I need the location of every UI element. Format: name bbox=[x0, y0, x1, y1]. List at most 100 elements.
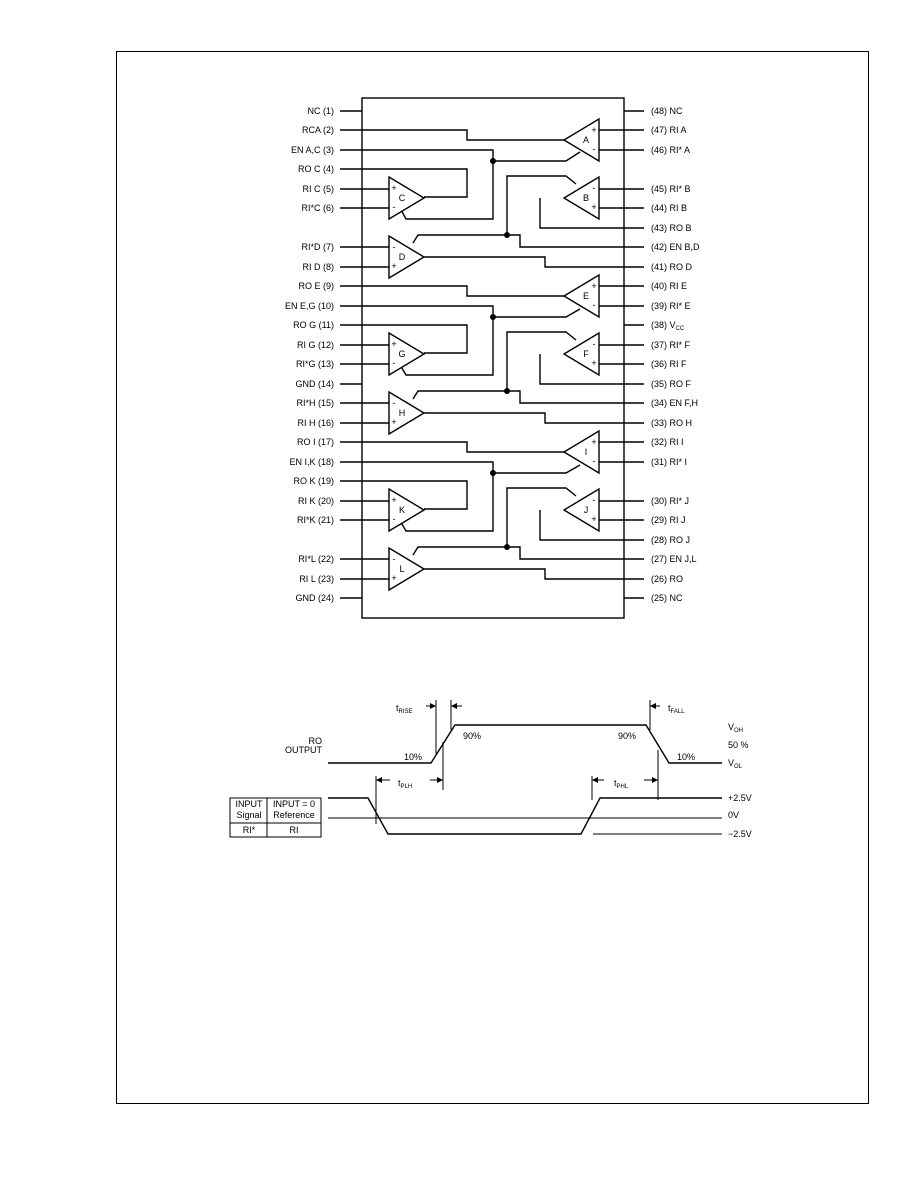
right-pin-label: (48) NC bbox=[651, 106, 683, 116]
t-plh-label: tPLH bbox=[398, 778, 412, 790]
wire-ro-e bbox=[362, 285, 566, 297]
left-pin-label: RI*H (15) bbox=[296, 398, 334, 408]
wire-en-ik-to-k bbox=[362, 461, 494, 532]
wire-en-fh-to-h bbox=[412, 390, 624, 404]
left-pin-label: NC (1) bbox=[308, 106, 335, 116]
amplifier-e-triangle bbox=[562, 273, 600, 319]
wire-en-ik-to-i bbox=[493, 464, 581, 474]
right-pin-label: (45) RI* B bbox=[651, 184, 691, 194]
amplifier-c-triangle bbox=[388, 175, 426, 221]
junction-dot bbox=[490, 470, 496, 476]
amplifier-input-polarity: - bbox=[393, 242, 396, 252]
right-pin-label: (46) RI* A bbox=[651, 145, 690, 155]
amplifier-g-triangle bbox=[388, 331, 426, 377]
zero-volt-label: 0V bbox=[728, 810, 739, 820]
wire-rca-to-a bbox=[362, 129, 566, 141]
t-phl-arrowhead bbox=[652, 777, 658, 783]
amplifier-input-polarity: - bbox=[393, 398, 396, 408]
right-pin-label: (44) RI B bbox=[651, 203, 687, 213]
amplifier-f-triangle bbox=[562, 331, 600, 377]
junction-dot bbox=[490, 158, 496, 164]
left-pin-label: GND (24) bbox=[295, 593, 334, 603]
left-pin-label: RO E (9) bbox=[298, 281, 334, 291]
amplifier-d-label: D bbox=[399, 252, 406, 262]
amplifier-input-polarity: - bbox=[393, 358, 396, 368]
left-pin-label: RI C (5) bbox=[303, 184, 335, 194]
right-pin-label: (37) RI* F bbox=[651, 340, 691, 350]
left-pin-label: RCA (2) bbox=[302, 125, 334, 135]
amplifier-l-triangle bbox=[388, 546, 426, 592]
right-pin-label: (34) EN F,H bbox=[651, 398, 698, 408]
junction-dot bbox=[504, 232, 510, 238]
right-pin-label: (36) RI F bbox=[651, 359, 687, 369]
wire-ro-j bbox=[539, 510, 624, 541]
amplifier-g-label: G bbox=[398, 349, 405, 359]
amplifier-i-label: I bbox=[585, 447, 588, 457]
amplifier-f-label: F bbox=[583, 349, 589, 359]
wire-en-eg-to-g bbox=[362, 305, 494, 376]
t-phl-arrowhead bbox=[592, 777, 598, 783]
left-pin-label: EN E,G (10) bbox=[285, 301, 334, 311]
t-plh-arrowhead bbox=[376, 777, 382, 783]
voh-label: VOH bbox=[728, 722, 743, 734]
junction-dots bbox=[490, 158, 510, 550]
left-pin-label: RI*G (13) bbox=[296, 359, 334, 369]
amplifier-input-polarity: + bbox=[391, 183, 396, 193]
amplifier-i-triangle bbox=[562, 429, 600, 475]
t-fall-arrowhead bbox=[650, 703, 656, 709]
amplifier-input-polarity: + bbox=[591, 358, 596, 368]
t-fall-label: tFALL bbox=[668, 703, 685, 715]
amplifier-input-polarity: - bbox=[593, 339, 596, 349]
left-pin-label: RO G (11) bbox=[293, 320, 334, 330]
junction-dot bbox=[490, 314, 496, 320]
wire-ro-f bbox=[539, 354, 624, 385]
right-pin-label: (26) RO bbox=[651, 574, 683, 584]
right-pin-label: (42) EN B,D bbox=[651, 242, 700, 252]
wire-en-jl-to-j bbox=[506, 487, 577, 547]
amplifier-input-polarity: - bbox=[593, 183, 596, 193]
right-pin-label: (38) VCC bbox=[651, 320, 685, 332]
ro-output-label-line2: OUTPUT bbox=[285, 745, 323, 755]
amplifier-input-polarity: + bbox=[391, 261, 396, 271]
wire-en-eg-to-e bbox=[493, 308, 581, 318]
t-rise-label: tRISE bbox=[396, 703, 413, 715]
table-header-ref-line1: INPUT = 0 bbox=[273, 799, 315, 809]
timing-diagram: tRISE tFALL tPLH tPHL 10% 90% 90% 10% VO… bbox=[229, 700, 752, 839]
amplifier-e-label: E bbox=[583, 291, 589, 301]
ic-package-outline bbox=[361, 97, 625, 619]
page-frame bbox=[116, 51, 869, 1104]
left-pin-group: NC (1)RCA (2)EN A,C (3)RO C (4)RI C (5)R… bbox=[285, 106, 362, 603]
minus-2-5v-label: −2.5V bbox=[728, 829, 752, 839]
fifty-pct-label: 50 % bbox=[728, 740, 749, 750]
input-signal-table: INPUT Signal INPUT = 0 Reference RI* RI bbox=[229, 797, 322, 838]
amplifier-input-polarity: + bbox=[391, 417, 396, 427]
amplifier-input-polarity: + bbox=[591, 437, 596, 447]
amplifier-a-triangle bbox=[562, 117, 600, 163]
wire-en-bd-to-b bbox=[506, 175, 577, 235]
right-pin-label: (30) RI* J bbox=[651, 496, 689, 506]
amplifier-input-polarity: + bbox=[391, 573, 396, 583]
wire-ro-i bbox=[362, 441, 566, 453]
left-pin-label: RI K (20) bbox=[298, 496, 334, 506]
t-plh-arrowhead bbox=[437, 777, 443, 783]
right-pin-label: (25) NC bbox=[651, 593, 683, 603]
ro-output-waveform bbox=[328, 724, 722, 764]
pct-90-right: 90% bbox=[618, 731, 636, 741]
wire-ro-h bbox=[424, 412, 624, 424]
wire-en-bd-to-d bbox=[412, 234, 624, 248]
right-pin-label: (29) RI J bbox=[651, 515, 686, 525]
wire-ro-g bbox=[362, 324, 468, 354]
ro-output-label-line1: RO bbox=[309, 736, 323, 746]
amplifier-input-polarity: - bbox=[593, 300, 596, 310]
amplifier-d-triangle bbox=[388, 234, 426, 280]
right-pin-label: (39) RI* E bbox=[651, 301, 691, 311]
amplifier-input-polarity: + bbox=[591, 202, 596, 212]
amplifier-input-polarity: - bbox=[593, 456, 596, 466]
amplifier-b-label: B bbox=[583, 193, 589, 203]
wire-ro-b bbox=[539, 198, 624, 229]
amplifier-j-label: J bbox=[584, 505, 589, 515]
amplifier-b-triangle bbox=[562, 175, 600, 221]
left-pin-label: EN A,C (3) bbox=[291, 145, 334, 155]
vol-label: VOL bbox=[728, 758, 743, 770]
